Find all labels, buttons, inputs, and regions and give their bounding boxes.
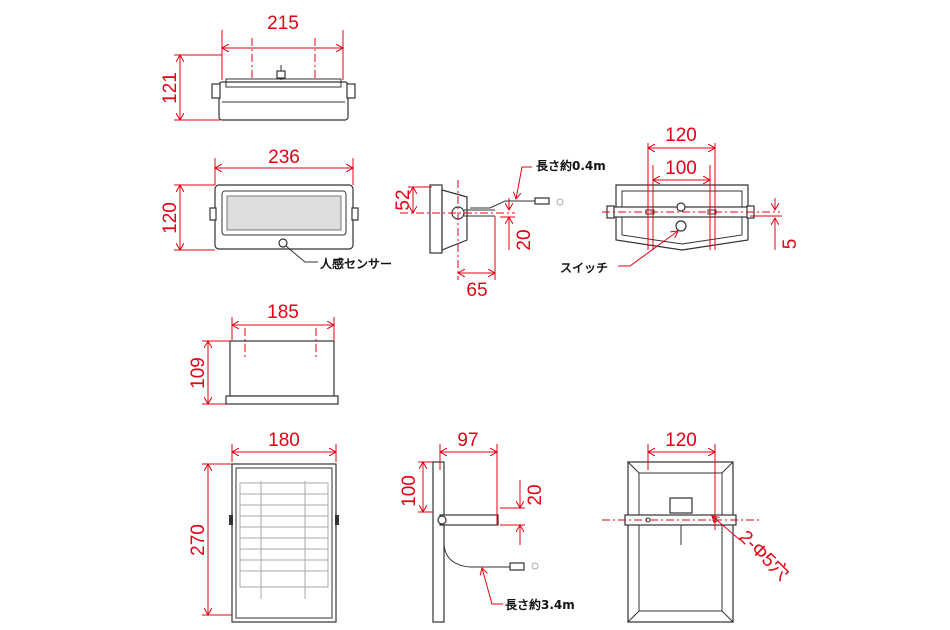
dim-panel-holes: 2-Φ5穴 (734, 526, 793, 585)
dim-side-depth: 65 (466, 280, 487, 301)
dim-panel-height: 270 (188, 524, 209, 556)
dim-top-height: 121 (160, 72, 181, 104)
dim-panel-width: 180 (268, 430, 300, 451)
light-back-view: 120 100 5 スイッチ (560, 125, 801, 275)
cable-long-label: 長さ約3.4m (505, 597, 575, 612)
dim-panel-side-depth: 97 (457, 430, 478, 451)
dim-top-width: 215 (267, 13, 299, 34)
sensor-label: 人感センサー (320, 256, 392, 271)
dim-side-offset: 20 (514, 229, 535, 250)
dim-front-height: 120 (160, 202, 181, 234)
dim-panel-back-width: 120 (665, 430, 697, 451)
dim-panel-side-height: 100 (399, 475, 420, 507)
cable-short-label: 長さ約0.4m (536, 158, 606, 173)
dim-back-offset: 5 (780, 239, 801, 250)
sensor-icon (278, 238, 288, 248)
light-front-view: 236 120 人感センサー (160, 147, 392, 271)
panel-top-view: 185 109 (188, 302, 339, 404)
light-top-view: 215 121 (160, 13, 356, 120)
solar-panel-front-view: 180 270 (188, 430, 339, 623)
light-side-view: 52 20 65 長さ約0.4m (393, 158, 606, 301)
dim-front-width: 236 (268, 147, 300, 168)
led-array (226, 195, 342, 231)
dim-back-inner: 100 (665, 158, 697, 179)
solar-panel-side-view: 97 100 20 長さ約3.4m (399, 430, 575, 623)
solar-cells (239, 481, 329, 599)
dim-panel-side-offset: 20 (525, 484, 546, 505)
switch-label: スイッチ (560, 261, 608, 275)
solar-panel-back-view: 120 2-Φ5穴 (602, 430, 794, 623)
dim-panel-top-height: 109 (188, 357, 209, 389)
dim-back-outer: 120 (665, 125, 697, 146)
dim-panel-top-width: 185 (267, 302, 299, 323)
switch-icon (675, 220, 687, 232)
dim-side-height: 52 (393, 189, 414, 210)
